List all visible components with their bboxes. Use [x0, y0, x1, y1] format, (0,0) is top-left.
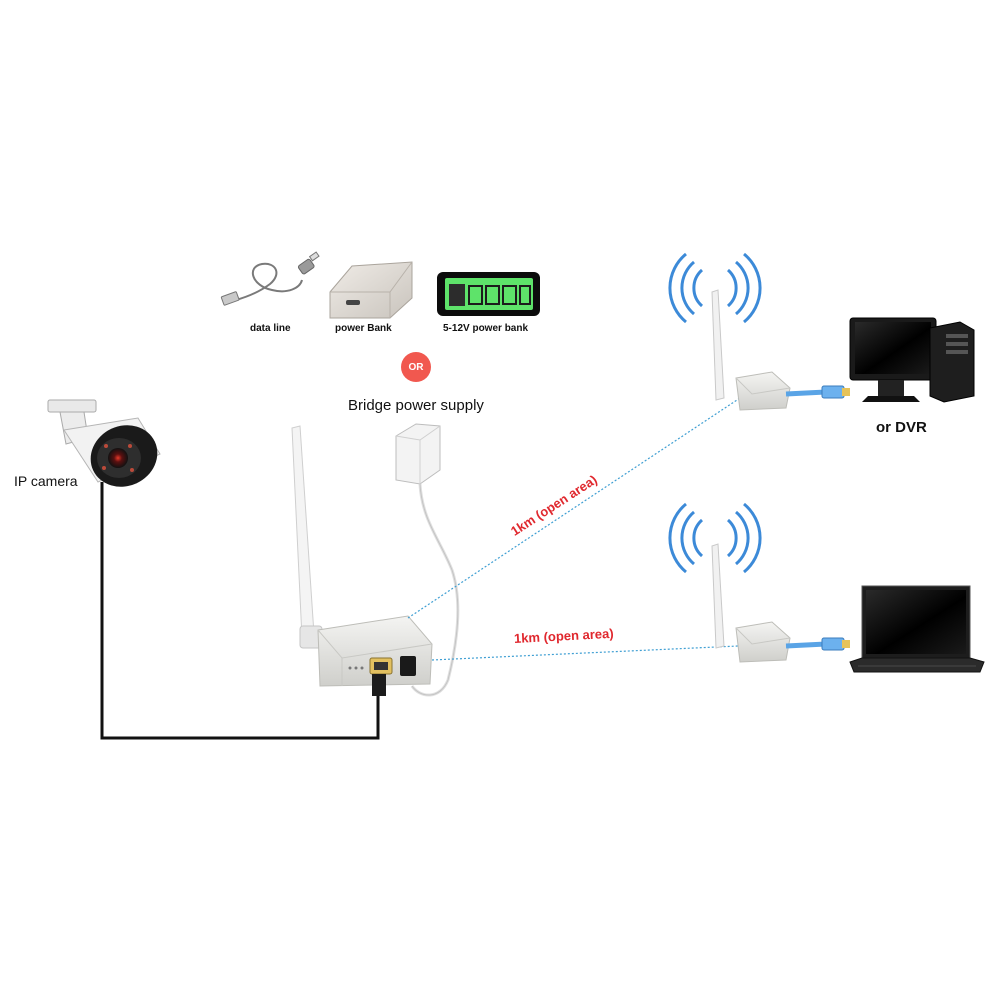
- camera-ethernet-cable: [100, 482, 380, 740]
- lower-remote-bridge: [711, 543, 850, 663]
- bridge-power-supply-label: Bridge power supply: [348, 397, 484, 414]
- ip-camera-icon: [47, 399, 161, 487]
- main-bridge-device: [291, 425, 433, 696]
- ip-camera-label: IP camera: [14, 473, 78, 489]
- dvr-label: or DVR: [876, 419, 927, 436]
- lower-signal-waves-icon: [668, 502, 762, 574]
- power-bank-icon: [329, 261, 413, 319]
- upper-link-line: [407, 397, 741, 619]
- battery-bank-label: 5-12V power bank: [443, 323, 529, 334]
- power-bank-label: power Bank: [335, 323, 392, 334]
- laptop-icon: [849, 585, 985, 673]
- lower-link-line: [431, 645, 739, 661]
- battery-bank-icon: [437, 272, 540, 316]
- upper-remote-bridge: [711, 289, 850, 411]
- usb-cable-icon: [220, 251, 320, 306]
- or-badge: OR: [401, 352, 431, 382]
- data-line-label: data line: [250, 323, 291, 334]
- desktop-pc-icon: [849, 317, 975, 403]
- upper-signal-waves-icon: [668, 252, 762, 324]
- wall-adapter-icon: [395, 423, 460, 697]
